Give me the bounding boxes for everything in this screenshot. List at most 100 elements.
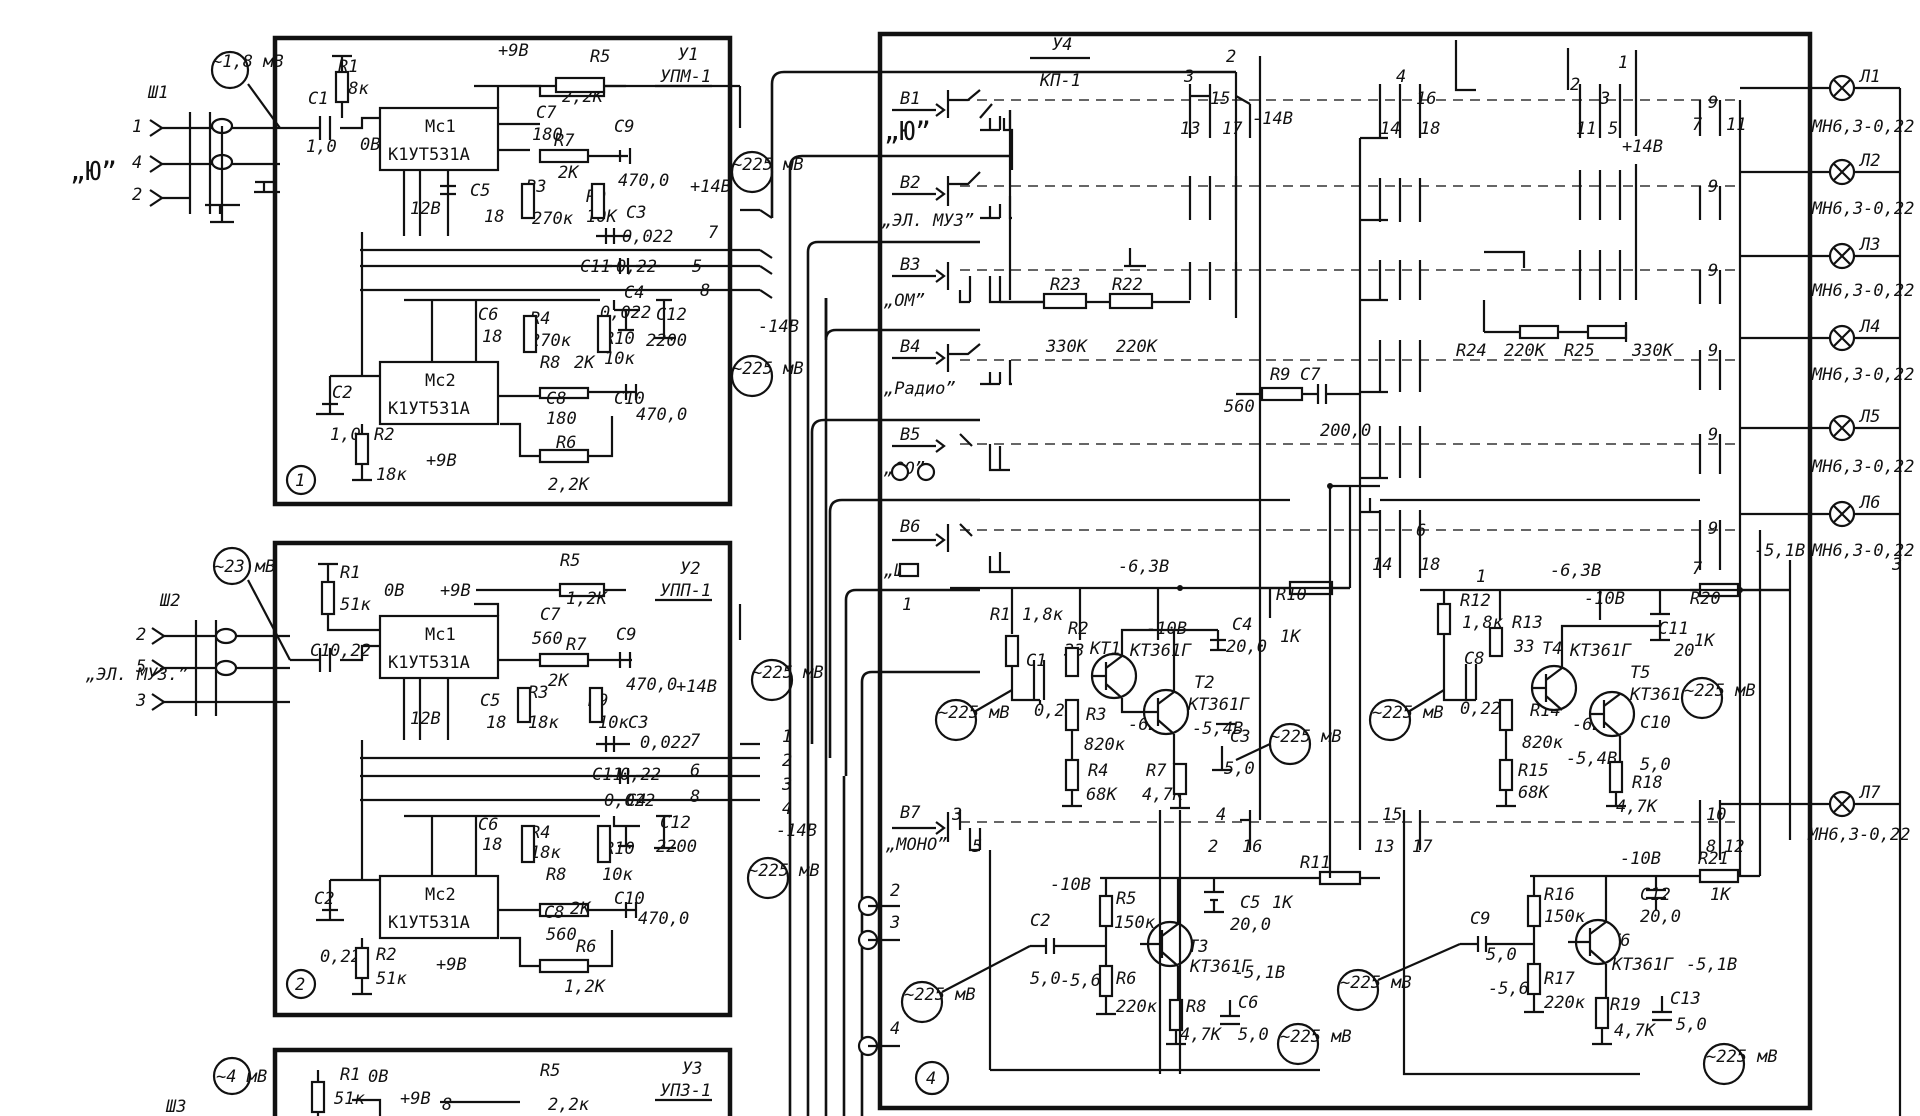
board-1-part: C5 [470,181,490,201]
board-4-name: У4 [1052,35,1072,55]
connector-3-name: Ш3 [165,1097,186,1116]
output-b-part: R17 [1544,969,1575,989]
output-stage-b: R21 1К C12 20,0 R16 150к T6 КТ361Г C9 5,… [1336,849,1778,1086]
output-b-part: КТ361Г [1611,955,1674,975]
contact-number: 9 [1708,177,1718,197]
board-3-part: R1 [340,1065,360,1085]
switch-b5[interactable]: В5 „ОО” [883,425,1010,482]
board-1-chip-2-part: К1УТ531А [388,399,470,419]
connector-2-pin: 3 [135,691,146,711]
contact-number: 4 [1396,67,1406,87]
board-1-chip-1-name: Мс1 [425,117,456,137]
network-part: 200,0 [1320,421,1371,441]
board-2-chip-2-name: Мс2 [425,885,456,905]
channel-a-part: 1К [1280,627,1302,647]
board-2-level: ~225 мВ [748,861,820,881]
switch-b2[interactable]: В2 „ЭЛ. МУЗ” [881,171,1012,231]
channel-b-part: 0,22 [1460,699,1501,719]
board-2-part: C8 [544,903,564,923]
board-2-part: C7 [540,605,561,625]
board-1-part: 180 [532,125,563,145]
channel-a-part: C1 [1026,651,1046,671]
output-a-part: R6 [1116,969,1136,989]
board-2-part: 560 [532,629,563,649]
network-part: C7 [1300,365,1321,385]
lamp-4: Л4 МН6,3-0,22 [1740,317,1914,385]
board-1-part: C12 [656,305,687,325]
channel-b-part: R20 [1690,589,1721,609]
board-2-zero: 0В [384,581,404,601]
board-2-part: C3 [628,713,648,733]
board-1-index: 1 [295,471,305,491]
output-b-level: ~225 мВ [1340,973,1412,993]
board-1-chip-2 [378,360,500,426]
board-2-part: 51к [376,969,407,989]
interconnect-bus: 2 3 4 [770,70,1236,1116]
board-1-level: ~225 мВ [732,359,804,379]
board-2-pin: 2 [782,751,792,771]
output-a-part: 220к [1116,997,1158,1017]
board-2-part: 1,2К [566,589,609,609]
switch-b6[interactable]: В6 „Ш” [883,517,1010,581]
amplifier-board-1: У1 УПМ-1 1 Мс1 К1УТ531А Мс2 К1УТ531А +9В… [272,35,804,507]
output-b-part: C9 [1470,909,1490,929]
contact-number: 3 [1183,67,1194,87]
rail-label: -10В [1584,589,1625,609]
board-4-model: КП-1 [1039,71,1081,91]
contact-number: 16 [1416,89,1436,109]
contact-number: 2 [1570,75,1580,95]
board-1-part: 2К [558,163,580,183]
board-2-part: R7 [566,635,587,655]
switch-b1[interactable]: В1 „Ю” [884,89,1014,170]
channel-b-part: R13 [1512,613,1543,633]
input-1: „Ю” Ш1 1 4 2 ~1,8 мВ [70,50,284,224]
channel-b-part: КТ361Г [1569,641,1632,661]
switch-b2-name: В2 [900,173,920,193]
board-1-part: C9 [614,117,634,137]
switch-b3[interactable]: В3 „ОМ” [883,255,1044,311]
output-stage-a: R11 1К C5 20,0 R5 150к T3 КТ361Г C2 5,0 … [900,853,1380,1066]
board-3-name: У3 [682,1059,702,1079]
channel-b-part: R15 [1518,761,1549,781]
board-2-pin: 12В [410,709,441,729]
output-b-part: R21 [1698,849,1729,869]
contact-number: 6 [1416,521,1426,541]
lamp-3-name: Л3 [1858,235,1880,255]
board-3-pin: 8 [442,1095,452,1115]
board-1-zero: 0В [360,135,380,155]
board-1-part: R10 [604,329,635,349]
channel-a-part: 20,0 [1226,637,1267,657]
output-a-part: 4,7К [1180,1025,1223,1045]
board-1-part: R6 [556,433,576,453]
board-1-model: УПМ-1 [660,67,711,87]
output-b-part: 5,0 [1486,945,1517,965]
board-2-part: C12 [660,813,691,833]
rail-label: -6,3В [1118,557,1169,577]
board-1-part: C7 [536,103,557,123]
contact-number: 9 [1708,519,1718,539]
channel-a-part: R1 [990,605,1010,625]
network-part: R25 [1564,341,1595,361]
switch-b7-name: В7 [900,803,921,823]
switch-b7[interactable]: В7 „МОНО” [885,803,982,855]
channel-b-level: ~225 мВ [1372,703,1444,723]
switch-b4[interactable]: В4 „Радио” [883,337,1012,399]
board-1-part: 2200 [646,331,687,351]
lamp-2-type: МН6,3-0,22 [1811,199,1914,219]
contact-number: 9 [1708,341,1718,361]
board-3-part: 51к [334,1089,365,1109]
board-2-supply: +9В [436,955,467,975]
channel-a-part: C3 [1230,727,1250,747]
bus-pin: 2 [890,881,900,901]
board-2-part: C10 [614,889,645,909]
contact-number: 1 [1476,567,1486,587]
board-1-chip-2-name: Мс2 [425,371,456,391]
board-2-part: R3 [528,683,548,703]
contact-number: 9 [1708,261,1718,281]
board-2-part: 0,22 [320,947,361,967]
board-1-rail: +14В [690,177,731,197]
contact-number: 2 [1226,47,1236,67]
board-2-part: R5 [560,551,580,571]
contact-number: 17 [1222,119,1243,139]
input-level-2: ~23 мВ [214,557,275,577]
